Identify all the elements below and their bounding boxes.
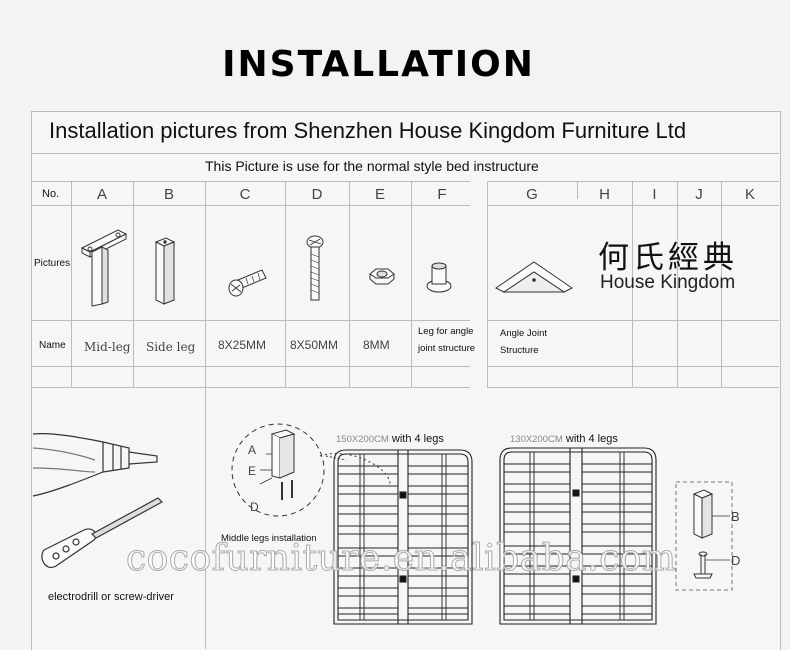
part-name-f-line2: joint structure (418, 343, 476, 354)
electrodrill-icon (32, 433, 158, 497)
sheet-title: Installation pictures from Shenzhen Hous… (49, 118, 687, 143)
part-name-c: 8X25MM (218, 338, 267, 352)
part-name-b: Side leg (146, 340, 196, 354)
part-name-g: Angle Joint Structure (500, 325, 580, 359)
part-name-g-line2: Structure (500, 345, 539, 356)
bed-frame-150x200 (319, 449, 473, 625)
middle-legs-label-a: A (248, 443, 257, 457)
frame-caption-130: 130X200CM with 4 legs (510, 433, 618, 445)
bolt-8x25-picture (228, 269, 267, 297)
tools-caption: electrodrill or screw-driver (48, 591, 174, 603)
side-leg-label-d: D (731, 553, 741, 568)
row-label-pictures: Pictures (34, 258, 71, 269)
part-name-e: 8MM (363, 338, 390, 352)
column-header-j: J (695, 186, 703, 203)
column-header-c: C (239, 186, 251, 203)
frame-caption-150: 150X200CM with 4 legs (336, 433, 444, 445)
frame-size-130: 130X200CM (510, 434, 563, 445)
column-header-f: F (437, 186, 447, 203)
side-leg-picture (154, 237, 176, 305)
column-header-h: H (599, 186, 610, 203)
brand-logo-english: House Kingdom (600, 272, 736, 293)
middle-legs-label-e: E (248, 464, 257, 478)
title-row (31, 111, 779, 154)
column-header-e: E (374, 186, 385, 203)
frame-note-150: with 4 legs (391, 433, 444, 445)
angle-leg-picture (426, 262, 452, 293)
nut-8mm-picture (369, 268, 395, 285)
part-name-a: Mid-leg (84, 340, 131, 354)
bolt-8x50-picture (306, 235, 324, 301)
page-heading: INSTALLATION (222, 44, 535, 85)
brand-logo-chinese: 何氏經典 (598, 240, 738, 276)
subtitle-row (31, 153, 779, 182)
watermark-text: cocofurniture.en.alibaba.com (126, 538, 677, 580)
column-header-b: B (163, 186, 174, 203)
angle-joint-picture (495, 261, 573, 293)
side-leg-detail (675, 481, 733, 591)
screwdriver-icon (41, 497, 163, 568)
frame-size-150: 150X200CM (336, 434, 389, 445)
sheet-subtitle: This Picture is use for the normal style… (205, 158, 539, 174)
column-header-k: K (744, 186, 755, 203)
column-header-d: D (311, 186, 323, 203)
bed-frame-130x200 (499, 447, 657, 625)
column-header-g: G (526, 186, 538, 203)
side-leg-label-b: B (731, 509, 740, 524)
part-name-f: Leg for angle joint structure (418, 323, 484, 357)
middle-legs-label-d: D (250, 500, 259, 514)
frame-note-130: with 4 legs (565, 433, 618, 445)
part-name-d: 8X50MM (290, 338, 339, 352)
part-name-f-line1: Leg for angle (418, 326, 474, 337)
column-header-i: I (652, 186, 657, 203)
part-name-g-line1: Angle Joint (500, 328, 548, 339)
column-header-no: No. (42, 188, 60, 200)
mid-leg-picture (80, 229, 128, 307)
column-header-a: A (96, 186, 107, 203)
row-label-name: Name (39, 340, 66, 351)
middle-legs-caption: Middle legs installation (221, 533, 317, 544)
middle-legs-detail (231, 423, 347, 517)
